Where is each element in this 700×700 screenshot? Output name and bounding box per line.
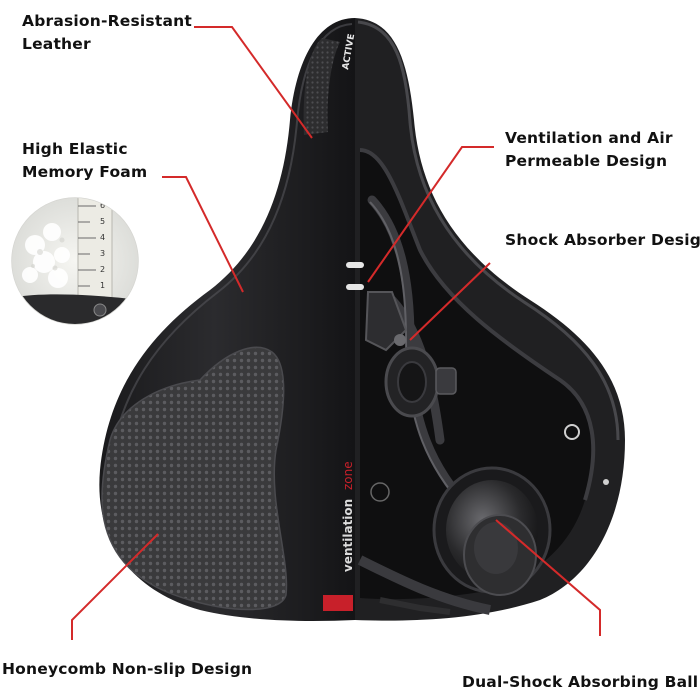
ventilation-slots [346, 262, 364, 290]
callout-line: High Elastic [22, 140, 128, 158]
svg-text:ventilation: ventilation [341, 499, 355, 572]
callout-line: Abrasion-Resistant [22, 12, 192, 30]
callout-abrasion-resistant-leather: Abrasion-Resistant Leather [22, 10, 192, 56]
callout-line: Permeable Design [505, 152, 668, 170]
red-stripe [323, 595, 353, 611]
svg-text:2: 2 [100, 265, 105, 274]
ruler [77, 198, 113, 303]
callout-line: Ventilation and Air [505, 129, 673, 147]
svg-text:3: 3 [100, 249, 105, 258]
svg-text:zone: zone [341, 461, 355, 490]
leader-lines [71, 26, 601, 640]
nose-grip-texture [303, 38, 340, 135]
callout-shock-ball: Dual-Shock Absorbing Ball [462, 671, 698, 694]
callout-shock-absorber: Shock Absorber Design [505, 229, 700, 252]
callout-line: Dual-Shock Absorbing Ball [462, 673, 699, 691]
shock-ball [432, 466, 552, 596]
callout-ventilation: Ventilation and Air Permeable Design [505, 127, 673, 173]
callout-line: Honeycomb Non-slip Design [2, 660, 253, 678]
callout-honeycomb: Honeycomb Non-slip Design [2, 658, 252, 681]
callout-line: Shock Absorber Design [505, 231, 700, 249]
memory-foam-inset: 6 5 4 3 2 1 [11, 197, 139, 325]
callout-memory-foam: High Elastic Memory Foam [22, 138, 147, 184]
svg-text:6: 6 [100, 201, 105, 210]
callout-line: Memory Foam [22, 163, 148, 181]
callout-line: Leather [22, 35, 91, 53]
svg-text:1: 1 [100, 281, 105, 290]
ventilation-zone-text: ventilation zone [341, 461, 355, 572]
svg-text:4: 4 [100, 233, 105, 242]
svg-text:5: 5 [100, 217, 105, 226]
shock-absorber [364, 291, 457, 418]
